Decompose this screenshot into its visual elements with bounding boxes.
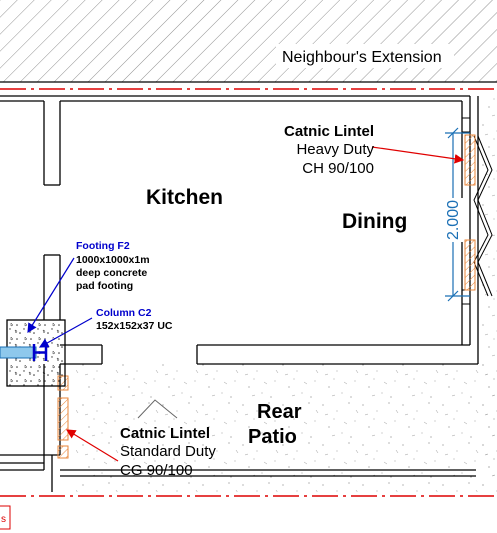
lintel-heavy-duty-text: Heavy Duty <box>296 141 374 158</box>
footing-line3: pad footing <box>76 280 133 292</box>
leader-heavy <box>371 146 465 164</box>
dimension-label: 2.000 <box>445 200 462 240</box>
lintel-standard-code: CG 90/100 <box>120 462 193 479</box>
lintel-heavy-duty <box>464 134 476 291</box>
neighbour-label-bg <box>276 44 454 68</box>
bifold-doors <box>461 117 493 305</box>
dimension-label-bg <box>442 198 464 242</box>
lintel-standard-title: Catnic Lintel <box>120 425 210 442</box>
steel-beam <box>0 346 37 359</box>
patio-step <box>137 399 178 419</box>
corner-box <box>0 505 11 530</box>
dining-label: Dining <box>342 210 407 233</box>
lintel-heavy-title: Catnic Lintel <box>284 123 374 140</box>
footing-line1: 1000x1000x1m <box>76 254 150 266</box>
kitchen-label: Kitchen <box>146 186 223 209</box>
footing-line2: deep concrete <box>76 267 147 279</box>
column-title: Column C2 <box>96 307 152 319</box>
column-size: 152x152x37 UC <box>96 320 173 332</box>
lintel-heavy-code: CH 90/100 <box>302 160 374 177</box>
footing-title: Footing F2 <box>76 240 130 252</box>
lintel-standard-duty-text: Standard Duty <box>120 443 216 460</box>
patio-area <box>76 364 497 492</box>
neighbour-extension-label: Neighbour's Extension <box>282 49 442 66</box>
patio-label-rear: Rear <box>257 401 302 423</box>
patio-label-patio: Patio <box>248 426 297 448</box>
corner-text: s <box>1 514 6 525</box>
neighbour-hatch <box>0 0 497 82</box>
lintel-standard-duty <box>57 375 69 459</box>
leader-column <box>38 317 93 348</box>
leader-footing <box>27 257 75 334</box>
leader-standard <box>65 429 119 462</box>
